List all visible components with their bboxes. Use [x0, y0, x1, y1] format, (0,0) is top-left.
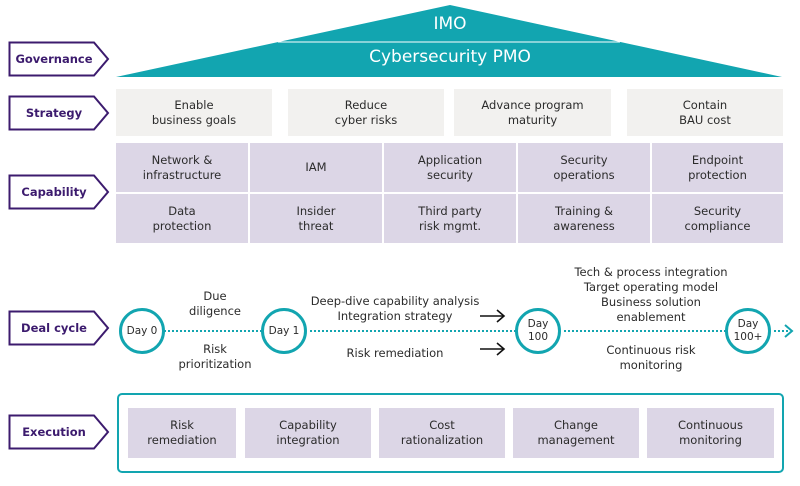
row-tag-label: Capability [21, 185, 87, 199]
execution-frame [117, 393, 784, 473]
milestone-day-1: Day 1 [261, 308, 307, 354]
phase3-bottom-text: Continuous risk monitoring [606, 343, 696, 372]
row-tag-label: Governance [15, 52, 93, 66]
capability-cell: Application security [384, 143, 516, 192]
roof-pmo-label: Cybersecurity PMO [369, 47, 531, 67]
timeline-end-chevron-icon [784, 324, 794, 338]
execution-box: Continuous monitoring [647, 408, 774, 458]
row-tag-capability: Capability [8, 174, 110, 210]
arrow-right-icon [480, 309, 506, 323]
strategy-box: Reduce cyber risks [288, 89, 444, 136]
capability-cell: Security operations [518, 143, 650, 192]
row-tag-strategy: Strategy [8, 95, 110, 131]
execution-box: Capability integration [245, 408, 371, 458]
capability-cell: Network & infrastructure [116, 143, 248, 192]
phase3-top-text: Tech & process integration Target operat… [574, 265, 728, 324]
milestone-day-100: Day 100 [515, 308, 561, 354]
timeline-dots [774, 330, 788, 332]
strategy-box: Enable business goals [116, 89, 272, 136]
milestone-day-0: Day 0 [119, 308, 165, 354]
milestone-day-100-plus: Day 100+ [725, 308, 771, 354]
execution-box: Risk remediation [128, 408, 236, 458]
execution-box: Cost rationalization [379, 408, 505, 458]
row-tag-label: Strategy [25, 106, 83, 120]
strategy-box: Advance program maturity [454, 89, 611, 136]
timeline-dots [164, 330, 262, 332]
row-tag-label: Execution [22, 425, 86, 439]
phase2-bottom-text: Risk remediation [346, 346, 444, 360]
row-tag-deal-cycle: Deal cycle [8, 310, 110, 346]
phase1-top-text: Due diligence [189, 289, 241, 318]
timeline-dots [564, 330, 726, 332]
row-tag-label: Deal cycle [21, 321, 87, 335]
execution-box: Change management [513, 408, 639, 458]
roof-shape [116, 5, 782, 77]
timeline-dots [310, 330, 516, 332]
phase1-bottom-text: Risk prioritization [178, 342, 252, 371]
capability-cell: Third party risk mgmt. [384, 194, 516, 243]
capability-cell: IAM [250, 143, 382, 192]
roof-imo-label: IMO [433, 14, 467, 34]
capability-cell: Training & awareness [518, 194, 650, 243]
roof-imo [116, 5, 782, 77]
strategy-box: Contain BAU cost [627, 89, 783, 136]
capability-cell: Endpoint protection [652, 143, 783, 192]
arrow-right-icon [480, 342, 506, 356]
row-tag-governance: Governance [8, 41, 110, 77]
row-tag-execution: Execution [8, 414, 110, 450]
capability-cell: Security compliance [652, 194, 783, 243]
capability-cell: Insider threat [250, 194, 382, 243]
phase2-top-text: Deep-dive capability analysis Integratio… [310, 294, 480, 323]
capability-cell: Data protection [116, 194, 248, 243]
